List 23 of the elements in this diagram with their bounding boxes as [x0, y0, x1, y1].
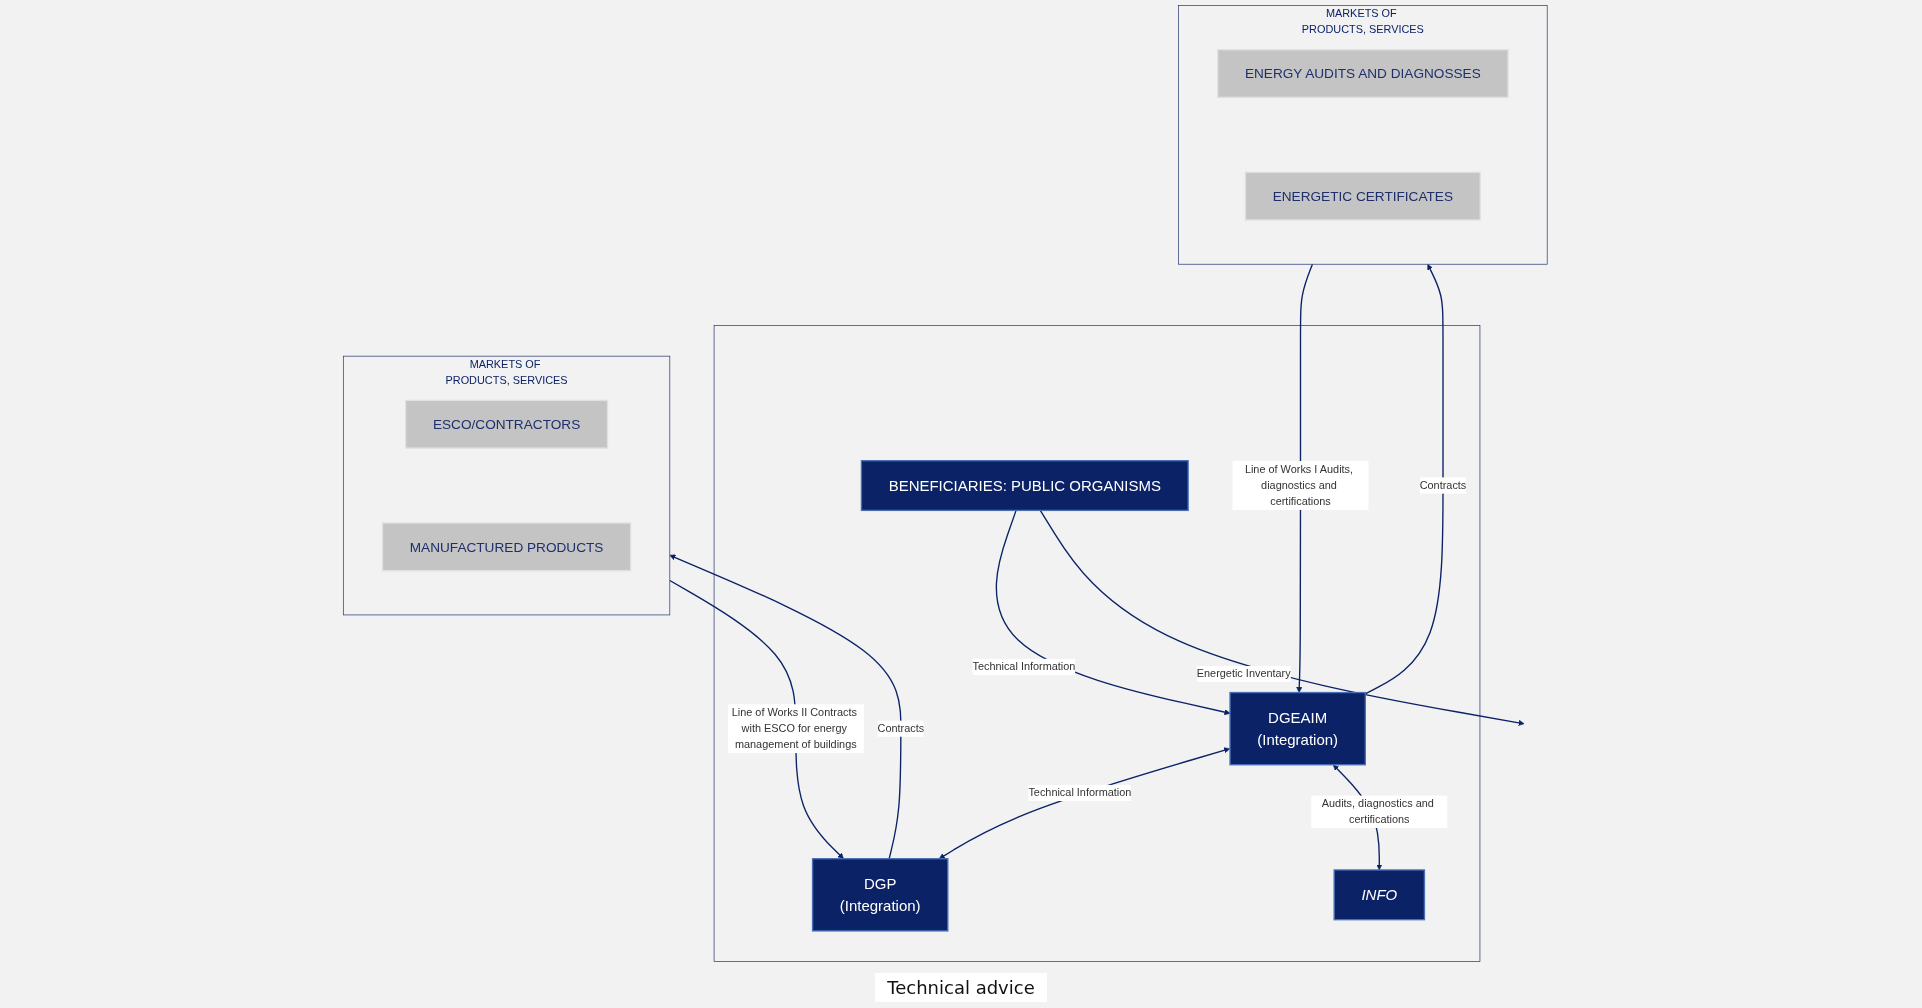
arrow [1296, 263, 1314, 693]
node-box: ENERGY AUDITS AND DIAGNOSSES [1217, 49, 1509, 99]
node-box: DGEAIM (Integration) [1229, 691, 1366, 766]
edge-label: Technical Information [1028, 786, 1132, 799]
cluster [713, 325, 1481, 962]
edge-label: Energetic Inventary [1196, 667, 1291, 680]
node-box: MANUFACTURED PRODUCTS [381, 522, 632, 572]
edge-label: Line of Works II Contracts with ESCO for energy management of buildings [731, 706, 857, 751]
arrow [1364, 263, 1444, 695]
node-box: BENEFICIARIES: PUBLIC ORGANISMS [860, 460, 1189, 512]
edge-label: Contracts [1419, 479, 1467, 491]
arrow [938, 747, 1231, 859]
edge-label: Line of Works I Audits, diagnostics and certifications [1244, 463, 1354, 508]
edge-label: Technical Information [972, 660, 1076, 673]
node-box: ESCO/CONTRACTORS [405, 399, 609, 449]
edge-label: Audits, diagnostics and certifications [1321, 797, 1434, 826]
note-text: Technical advice [875, 973, 1047, 1002]
node-box: DGP (Integration) [811, 858, 949, 932]
arrow [995, 509, 1231, 716]
arrow [1039, 509, 1525, 726]
node-box: ENERGETIC CERTIFICATES [1244, 171, 1481, 221]
node-box: INFO [1333, 869, 1426, 921]
edge-label: Contracts [877, 722, 925, 735]
